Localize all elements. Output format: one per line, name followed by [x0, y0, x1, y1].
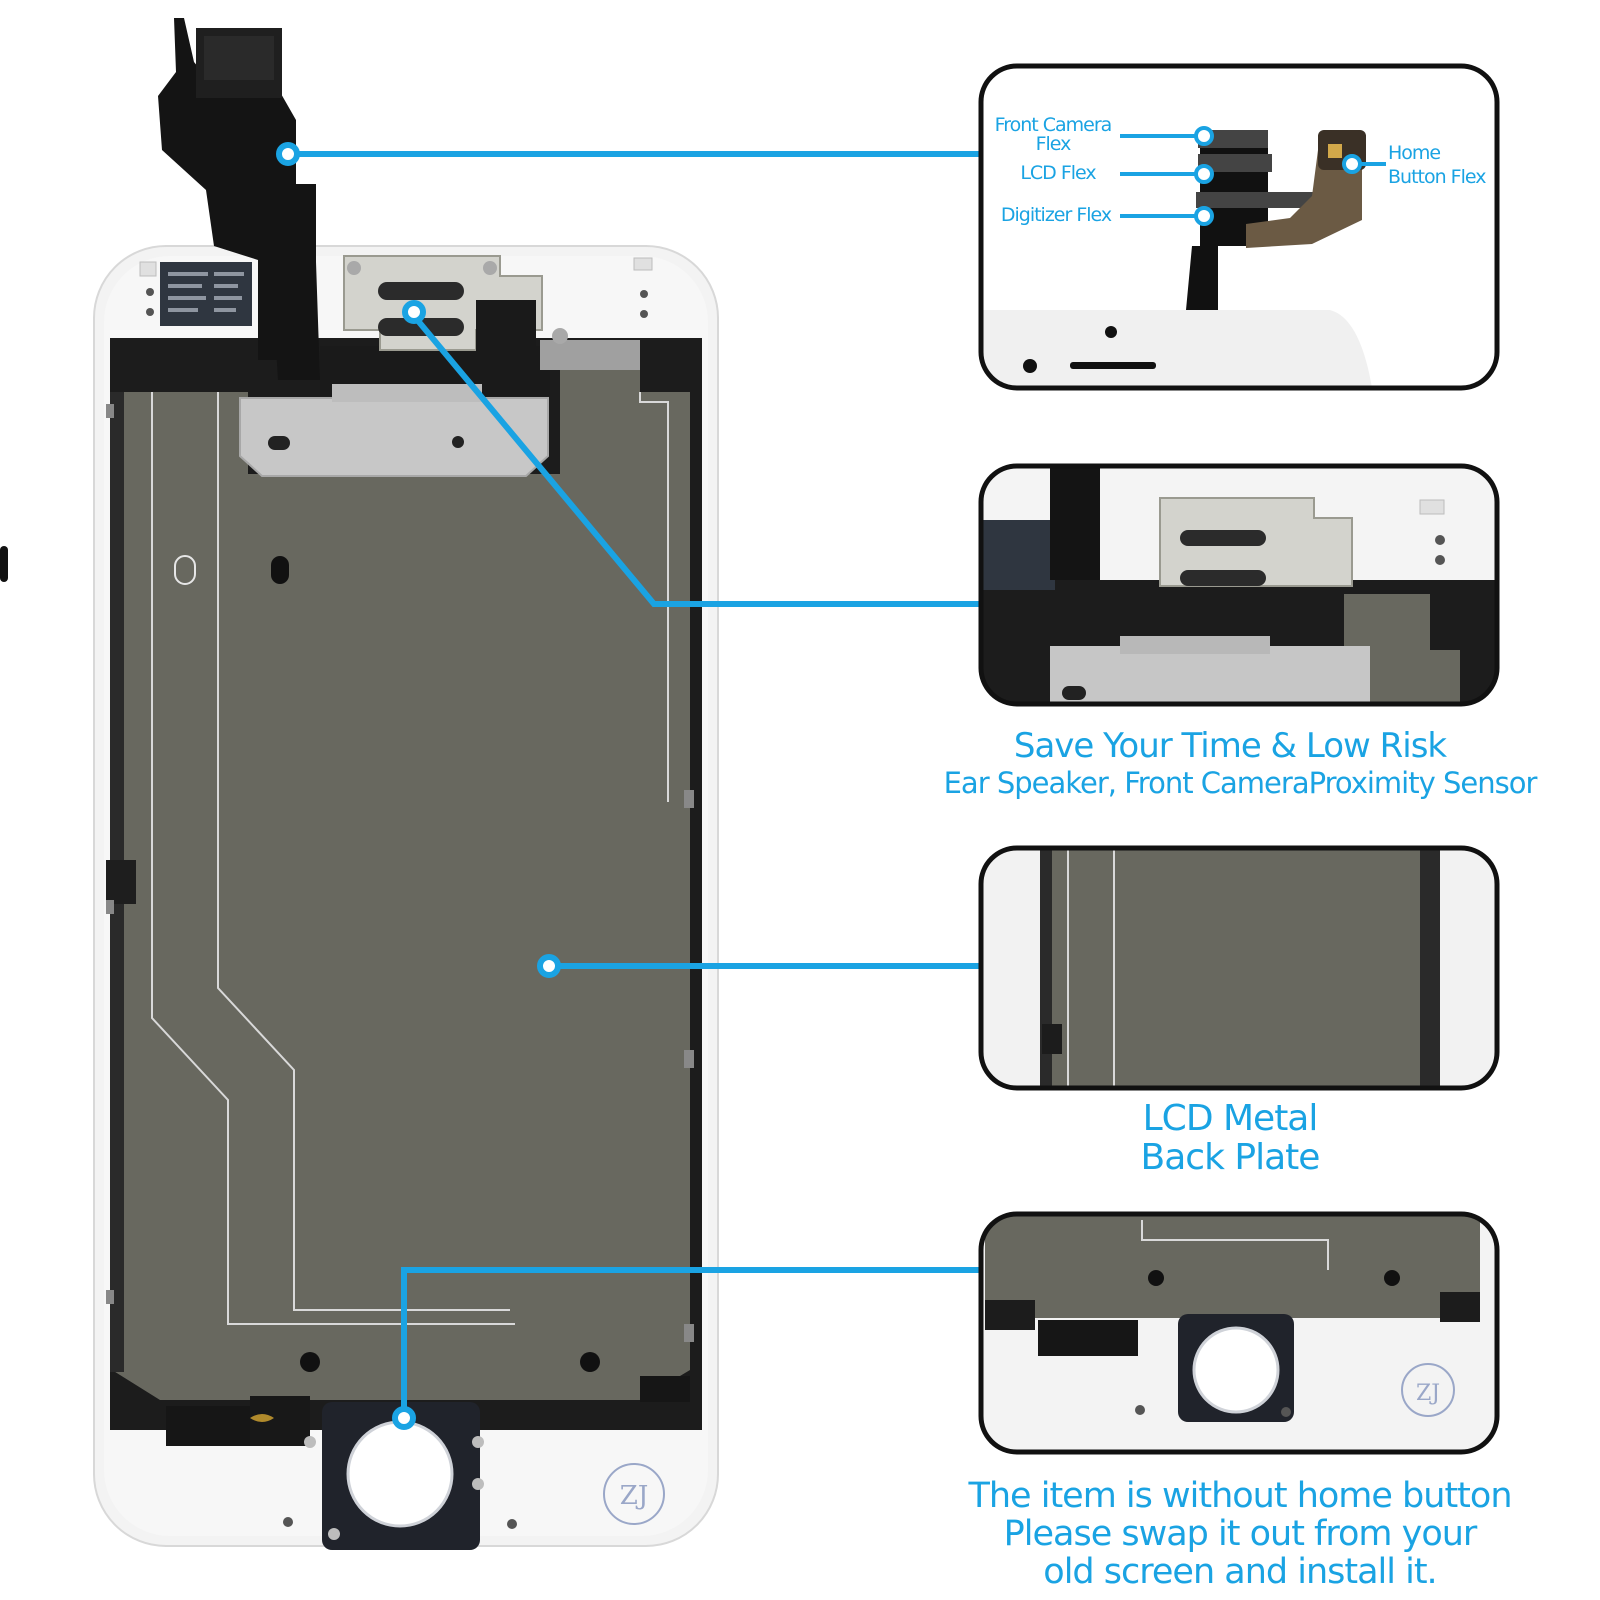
flex-cable: [128, 18, 536, 380]
zj-logo: ZJ: [620, 1481, 649, 1511]
plate-caption-line2: Back Plate: [1140, 1136, 1321, 1178]
leader-lines: [288, 151, 981, 1418]
home-caption-line1: The item is without home button: [968, 1476, 1513, 1516]
home-caption-line3: old screen and install it.: [1043, 1551, 1437, 1592]
home-button-flex-label-line1: Home: [1388, 142, 1441, 164]
screen-assembly: [93, 18, 719, 1550]
plate-caption-line1: LCD Metal: [1142, 1098, 1319, 1139]
front-camera-flex-label: Front Camera Flex: [994, 114, 1113, 155]
lcd-metal-back-plate: [112, 350, 690, 1400]
home-button-flex-label-line2: Button Flex: [1388, 166, 1486, 188]
home-caption-line2: Please swap it out from your: [1003, 1513, 1478, 1554]
inset-flex-cables: [978, 63, 1500, 391]
leader-dots: [276, 142, 561, 1430]
inset-metal-plate: [978, 845, 1500, 1091]
plate-caption: LCD Metal Back Plate: [1080, 1098, 1380, 1178]
speaker-caption-title: Save Your Time & Low Risk: [1013, 726, 1447, 766]
inset-ear-speaker: [978, 463, 1500, 707]
inset-home-area: ZJ: [978, 1211, 1500, 1455]
digitizer-flex-label: Digitizer Flex: [1000, 204, 1112, 226]
zj-logo-inset: ZJ: [1416, 1381, 1440, 1406]
speaker-caption-subtitle: Ear Speaker, Front CameraProximity Senso…: [943, 766, 1538, 800]
lcd-flex-label: LCD Flex: [1020, 162, 1096, 184]
home-caption: The item is without home button Please s…: [920, 1476, 1560, 1592]
